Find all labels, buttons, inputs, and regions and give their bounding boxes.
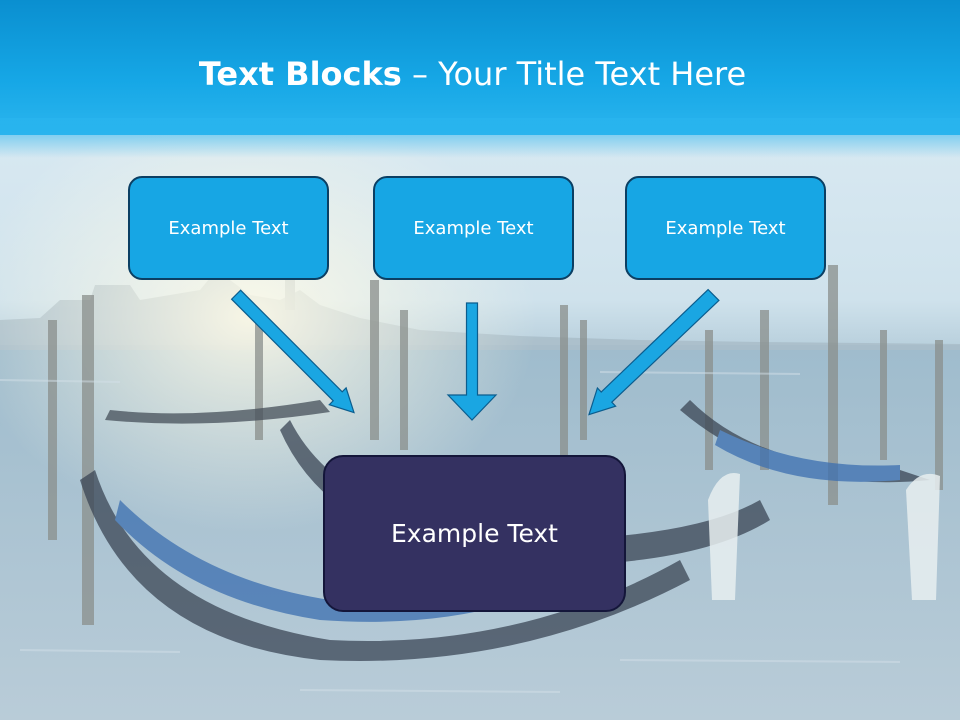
title-dash: –: [401, 55, 439, 93]
target-block[interactable]: Example Text: [323, 455, 626, 612]
arrow-right: [588, 288, 720, 416]
arrow-left: [230, 289, 355, 414]
title-rest: Your Title Text Here: [438, 55, 747, 93]
title-bold-part: Text Blocks: [198, 55, 402, 93]
slide-title: Text Blocks – Your Title Text Here: [0, 52, 945, 96]
header-band: [0, 0, 960, 135]
text-block-left[interactable]: Example Text: [128, 176, 329, 280]
header-fade: [0, 118, 960, 158]
text-block-center[interactable]: Example Text: [373, 176, 574, 280]
text-block-right[interactable]: Example Text: [625, 176, 826, 280]
arrow-center: [446, 302, 498, 421]
